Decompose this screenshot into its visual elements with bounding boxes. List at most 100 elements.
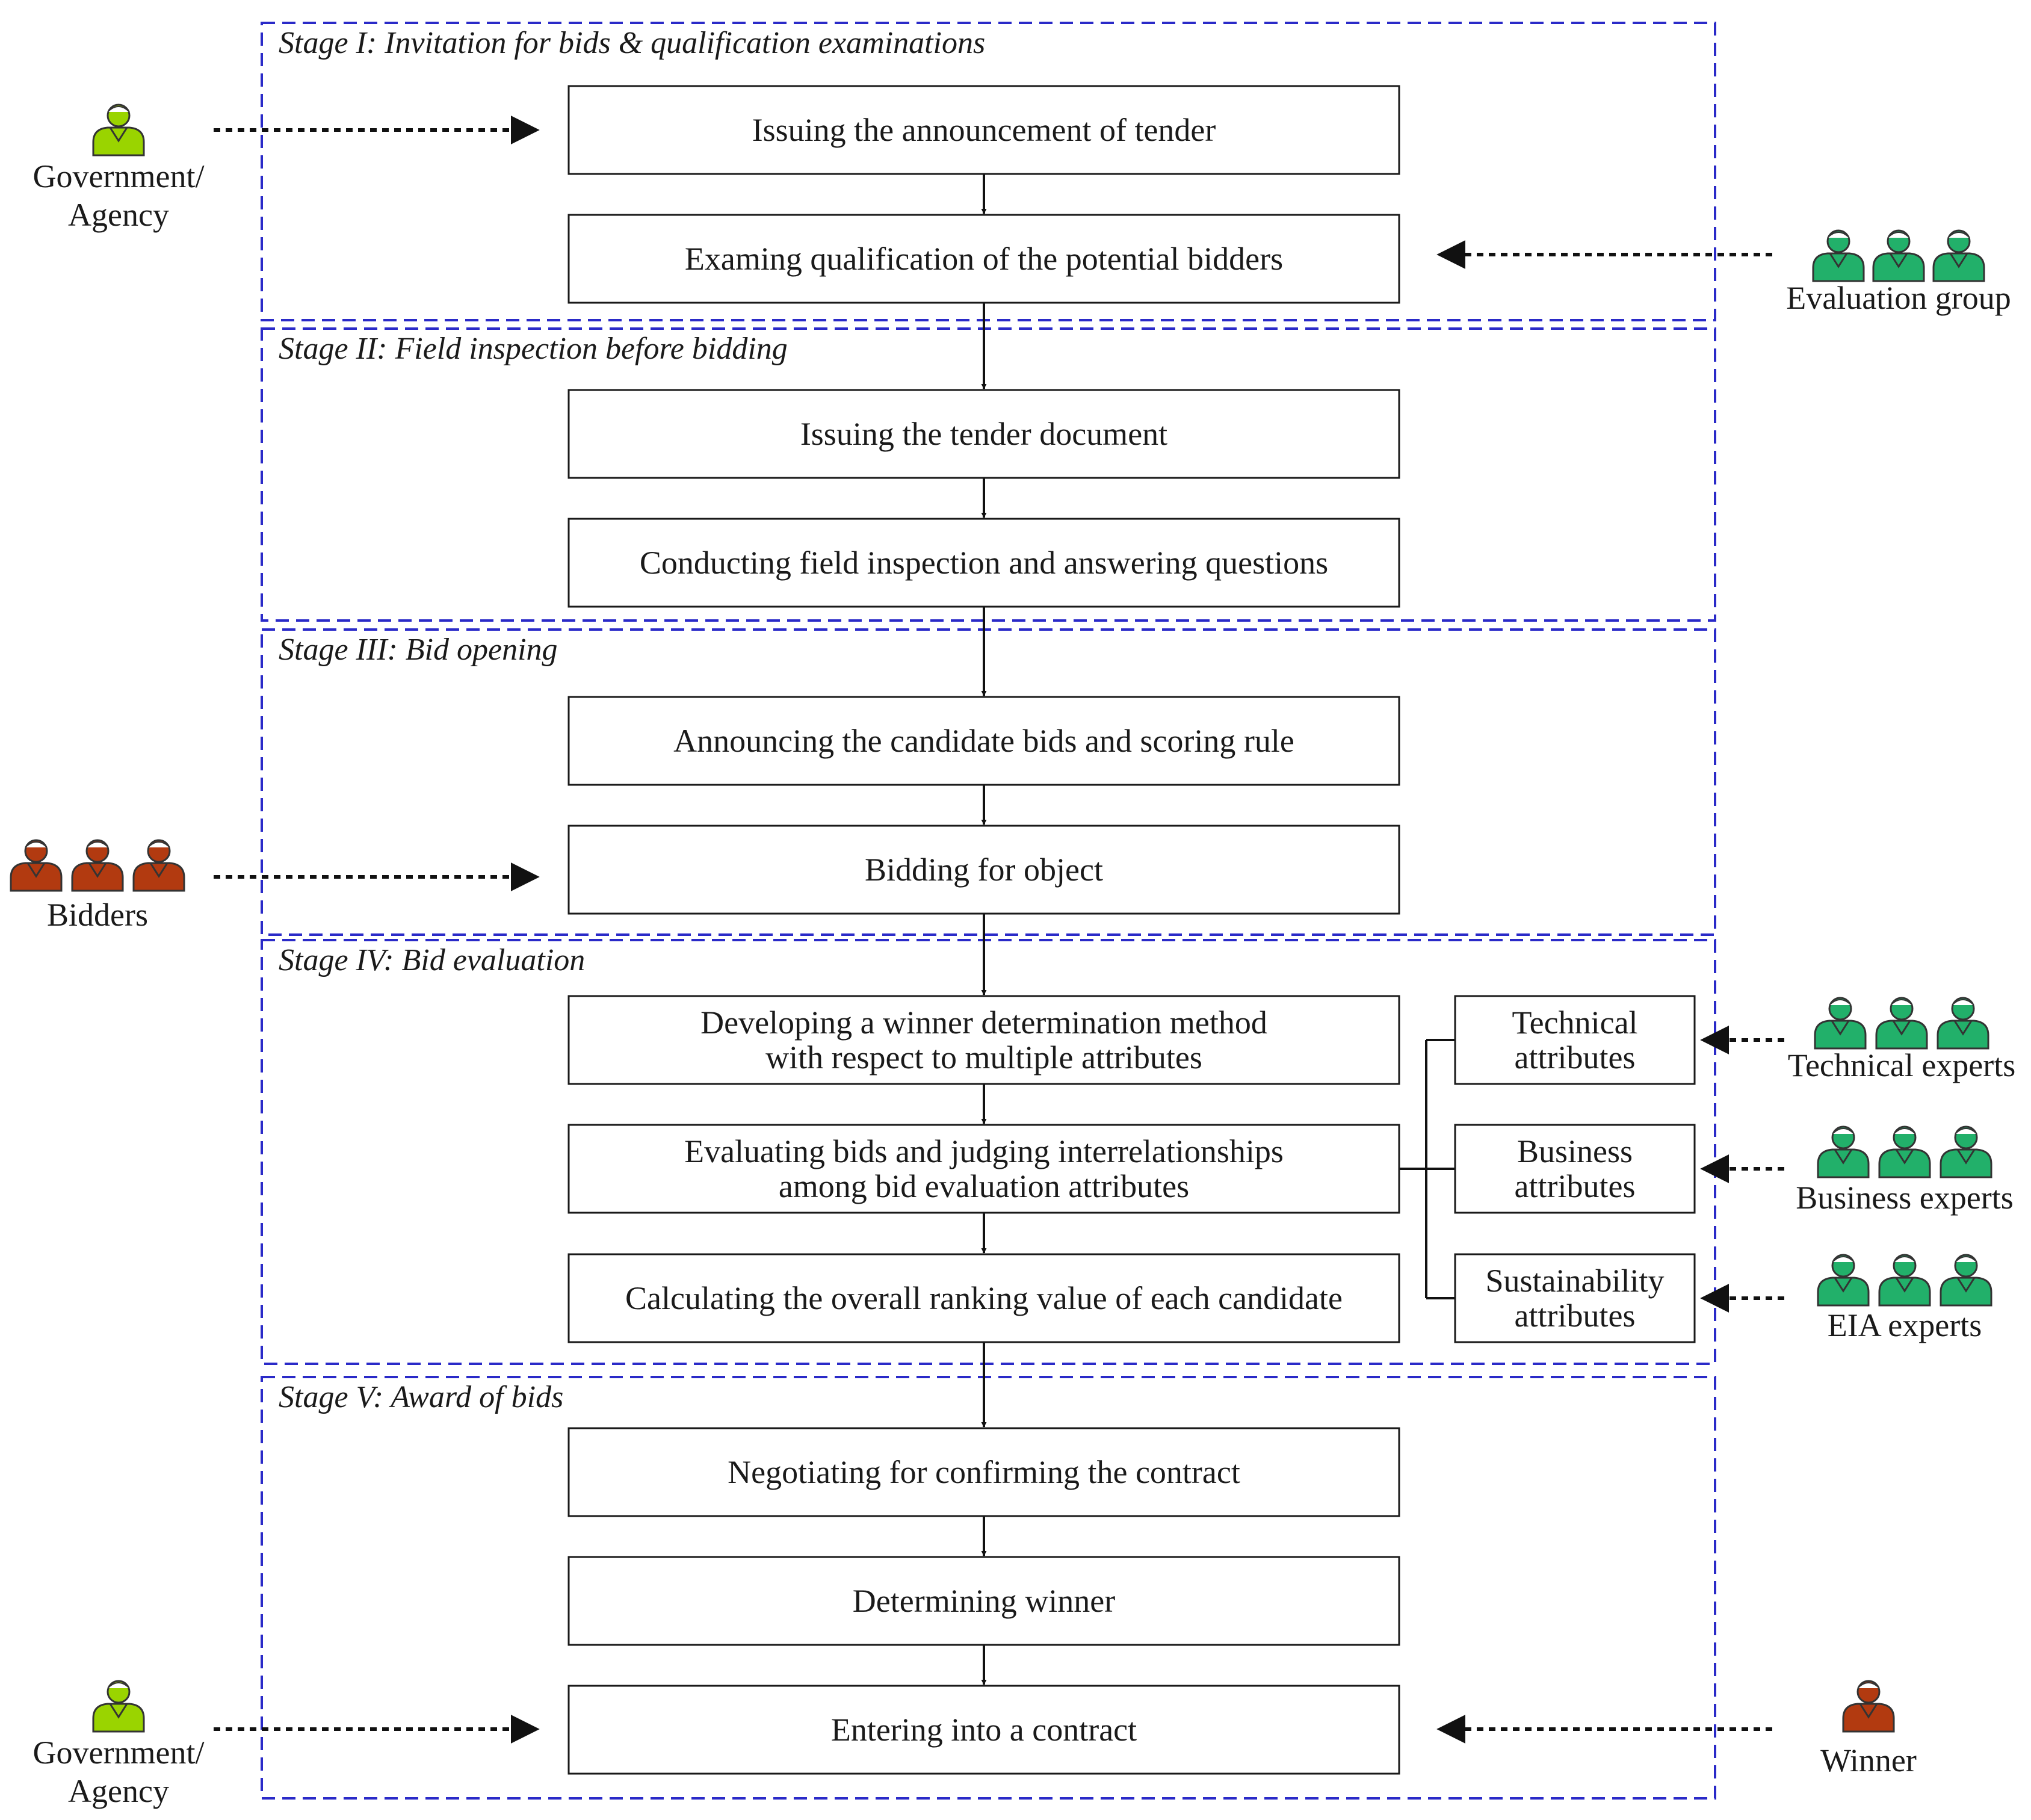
person-icon — [71, 839, 124, 892]
process-step-label: Examing qualification of the potential b… — [685, 241, 1283, 277]
person-icon — [132, 839, 185, 892]
stage-frame — [261, 1376, 1716, 1800]
actor-1: Government/Agency — [33, 104, 205, 233]
actor-label-line: Agency — [68, 1773, 169, 1809]
process-step-label-line: Calculating the overall ranking value of… — [625, 1280, 1343, 1316]
process-step-label-line: Announcing the candidate bids and scorin… — [673, 723, 1294, 759]
process-step-9: Calculating the overall ranking value of… — [567, 1253, 1400, 1343]
person-icon — [1814, 997, 1867, 1050]
process-step-box — [567, 85, 1400, 175]
process-step-label: Negotiating for confirming the contract — [728, 1454, 1240, 1490]
process-step-label-line: Evaluating bids and judging interrelatio… — [684, 1133, 1284, 1169]
actor-5: Business experts — [1796, 1125, 2014, 1216]
person-icon — [10, 839, 63, 892]
stage-3: Stage III: Bid opening — [261, 628, 1716, 936]
attribute-label-line: Technical — [1512, 1004, 1637, 1041]
actor-label-line: Bidders — [47, 897, 148, 933]
actor-label: Business experts — [1796, 1180, 2013, 1216]
process-step-8: Evaluating bids and judging interrelatio… — [567, 1124, 1400, 1214]
actor-label-line: Government/ — [33, 158, 205, 194]
stage-2: Stage II: Field inspection before biddin… — [261, 327, 1716, 622]
actor-label-line: Government/ — [33, 1735, 205, 1771]
person-icon — [1940, 1125, 1992, 1178]
person-icon — [1932, 229, 1985, 282]
attribute-label-line: attributes — [1515, 1168, 1636, 1204]
attribute-label-line: Business — [1517, 1133, 1633, 1169]
process-step-5: Announcing the candidate bids and scorin… — [567, 696, 1400, 786]
person-icon — [1878, 1125, 1931, 1178]
actor-4: Technical experts — [1788, 997, 2016, 1083]
process-step-label: Conducting field inspection and answerin… — [640, 545, 1328, 581]
stage-label: Stage I: Invitation for bids & qualifica… — [279, 26, 985, 60]
attribute-label-line: Sustainability — [1486, 1263, 1665, 1299]
process-step-label: Bidding for object — [865, 852, 1103, 888]
stage-1: Stage I: Invitation for bids & qualifica… — [261, 22, 1716, 321]
stage-frame — [261, 327, 1716, 622]
process-step-label: Entering into a contract — [831, 1712, 1137, 1748]
process-step-label-line: Conducting field inspection and answerin… — [640, 545, 1328, 581]
person-icon — [1842, 1680, 1895, 1733]
process-step-label: Calculating the overall ranking value of… — [625, 1280, 1343, 1316]
person-icon — [1817, 1125, 1870, 1178]
actor-label: Evaluation group — [1786, 280, 2011, 316]
process-step-3: Issuing the tender document — [567, 389, 1400, 479]
attribute-label-line: attributes — [1515, 1298, 1636, 1334]
process-step-box — [567, 214, 1400, 304]
process-step-box — [567, 518, 1400, 608]
stage-label: Stage III: Bid opening — [279, 633, 558, 667]
process-step-label-line: Developing a winner determination method — [700, 1004, 1267, 1041]
process-step-label-line: Entering into a contract — [831, 1712, 1137, 1748]
process-step-label-line: among bid evaluation attributes — [779, 1168, 1189, 1204]
person-icon — [1878, 1254, 1931, 1307]
process-step-label: Announcing the candidate bids and scorin… — [673, 723, 1294, 759]
actor-label-line: EIA experts — [1828, 1307, 1982, 1343]
process-step-10: Negotiating for confirming the contract — [567, 1427, 1400, 1517]
stage-label: Stage IV: Bid evaluation — [279, 943, 585, 977]
actor-label: Government/Agency — [33, 158, 205, 233]
process-step-box — [567, 1556, 1400, 1646]
process-step-box — [567, 696, 1400, 786]
person-icon — [1875, 997, 1928, 1050]
process-step-4: Conducting field inspection and answerin… — [567, 518, 1400, 608]
attribute-box — [1454, 1253, 1696, 1343]
process-step-11: Determining winner — [567, 1556, 1400, 1646]
actor-label-line: Technical experts — [1788, 1047, 2016, 1083]
stage-label: Stage II: Field inspection before biddin… — [279, 332, 788, 366]
actor-label-line: Winner — [1820, 1742, 1917, 1778]
stage-5: Stage V: Award of bids — [261, 1376, 1716, 1800]
actor-label: Winner — [1820, 1742, 1917, 1778]
process-step-box — [567, 1685, 1400, 1775]
process-step-label: Issuing the tender document — [800, 416, 1167, 452]
actor-label: Government/Agency — [33, 1735, 205, 1809]
attribute-box — [1454, 995, 1696, 1085]
process-step-label: Developing a winner determination method… — [700, 1004, 1267, 1076]
process-step-box — [567, 389, 1400, 479]
actor-3: Bidders — [10, 839, 185, 933]
attribute-bracket — [1399, 1039, 1455, 1299]
process-step-label-line: Negotiating for confirming the contract — [728, 1454, 1240, 1490]
person-icon — [1937, 997, 1989, 1050]
stage-frame — [261, 628, 1716, 936]
actor-label: Bidders — [47, 897, 148, 933]
process-step-label-line: with respect to multiple attributes — [765, 1039, 1202, 1076]
attribute-box — [1454, 1124, 1696, 1214]
process-step-12: Entering into a contract — [567, 1685, 1400, 1775]
process-step-1: Issuing the announcement of tender — [567, 85, 1400, 175]
actor-7: Government/Agency — [33, 1680, 205, 1809]
process-step-box — [567, 1124, 1400, 1214]
process-step-label-line: Bidding for object — [865, 852, 1103, 888]
person-icon — [92, 104, 145, 156]
actor-label-line: Business experts — [1796, 1180, 2013, 1216]
process-step-box — [567, 995, 1400, 1085]
person-icon — [1872, 229, 1925, 282]
actor-6: EIA experts — [1817, 1254, 1992, 1343]
person-icon — [1940, 1254, 1992, 1307]
process-step-label: Issuing the announcement of tender — [752, 112, 1216, 148]
person-icon — [92, 1680, 145, 1733]
